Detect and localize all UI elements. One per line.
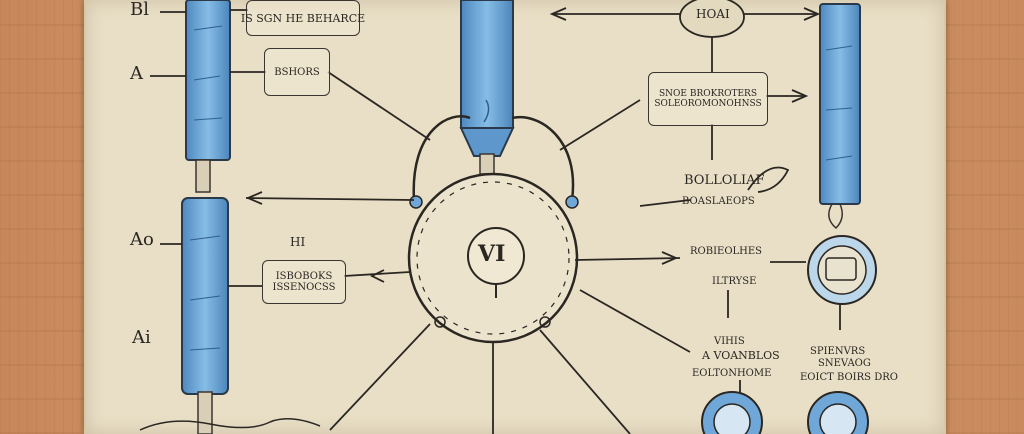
hub-top-label: HI (290, 235, 306, 249)
hub-left-arc (412, 115, 471, 201)
bottom-left-scribble (139, 418, 321, 431)
mark-left-2: A (130, 63, 143, 84)
box-right-mid: SNOE BROKROTERS SOLEOROMONOHNSS (648, 72, 768, 126)
box-small-left-label: BSHORS (274, 66, 320, 78)
top-right-oval-label: HOAI (696, 7, 730, 21)
box-top-left-label: IS SGN HE BEHARCE (240, 11, 366, 25)
hub-symbol: VI (478, 241, 506, 267)
box-right-mid-label-2: SOLEOROMONOHNSS (654, 99, 762, 109)
central-hub (407, 172, 579, 344)
right-label-2: BOASLAEOPS (682, 196, 755, 207)
right-label-10: EOICT BOIRS DRO (800, 372, 898, 383)
right-label-4: ILTRYSE (712, 276, 757, 287)
box-center-left-label-1: ISBOBOKS (275, 271, 333, 282)
left-upper-tube (185, 0, 231, 193)
box-center-left: ISBOBOKS ISSENOCSS (262, 260, 346, 304)
hub-right-arc (511, 115, 575, 201)
right-label-1: BOLLOLIAF (684, 173, 765, 188)
right-tube (819, 3, 861, 230)
mark-left-3: Ao (130, 229, 154, 250)
left-lower-tube (181, 197, 229, 434)
right-label-7: EOLTONHOME (692, 368, 772, 379)
box-top-left: IS SGN HE BEHARCE (241, 0, 365, 36)
connector-lines (150, 7, 841, 434)
box-small-left: BSHORS (264, 48, 330, 96)
bottom-round-node-left (701, 391, 763, 434)
bottom-round-node-right (807, 391, 869, 434)
right-label-5: VIHIS (714, 336, 745, 347)
center-tube (459, 0, 515, 175)
right-label-8: SPIENVRS (810, 346, 866, 357)
right-label-9: SNEVAOG (818, 358, 871, 369)
top-left-mark: Bl (130, 0, 149, 20)
box-center-left-label-2: ISSENOCSS (272, 282, 336, 293)
right-label-6: A VOANBLOS (702, 349, 780, 362)
mark-left-4: Ai (132, 327, 151, 348)
right-round-node (807, 235, 877, 305)
box-right-mid-label-1: SNOE BROKROTERS (658, 89, 757, 99)
right-label-3: ROBIEOLHES (690, 246, 763, 257)
top-right-oval-node (679, 0, 745, 38)
